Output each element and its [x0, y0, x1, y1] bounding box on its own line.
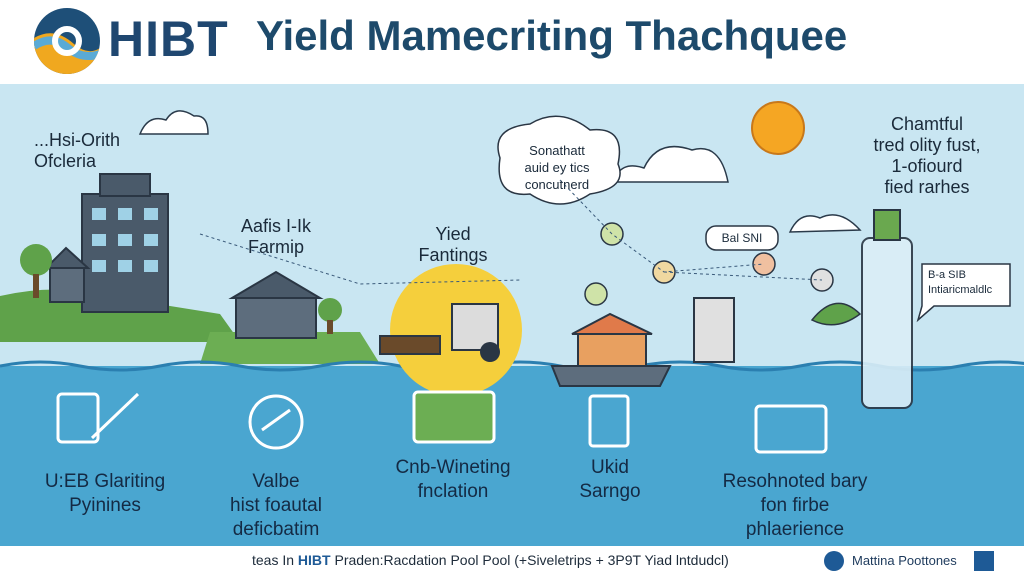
cloud-icon: [613, 145, 729, 183]
label-yield: Yied Fantings: [408, 224, 498, 266]
footer-prefix: teas In: [252, 552, 295, 568]
scene-graphic: [0, 101, 1024, 546]
speech-bubble: [916, 263, 1011, 323]
node-icon: [584, 282, 608, 306]
page-title: Yield Mamecriting Thachquee: [256, 12, 848, 59]
label-bubble: B-a SIB Intiaricmaldlc: [928, 268, 992, 298]
leaf-icon: [810, 302, 862, 326]
map-icon: [412, 390, 496, 444]
label-line: concutnerd: [524, 177, 590, 192]
label-cloud: Sonathatt auid ey tics concutnerd: [502, 142, 612, 193]
farmhouse: [235, 297, 317, 339]
car-icon: [754, 404, 828, 454]
feature-line: Cnb-Wineting: [395, 457, 511, 478]
grass-hill: [200, 332, 380, 364]
label-line: Chamtful: [890, 114, 964, 134]
label-line: auid ey tics: [524, 160, 590, 175]
feature-line: Pyinines: [69, 495, 141, 516]
sun-icon: [751, 101, 805, 155]
feature-label-5: Resohnoted bary fon firbe phlaerience: [700, 470, 890, 542]
label-line: Intiaricmaldlc: [928, 284, 993, 296]
feature-line: hist foautal: [230, 495, 322, 516]
footer: teas In HIBT Praden:Racdation Pool Pool …: [0, 546, 1024, 576]
label-line: Sonathatt: [529, 143, 585, 158]
tractor-icon: [379, 335, 441, 355]
feature-line: Resohnoted bary: [722, 471, 868, 492]
feature-line: Ukid: [590, 457, 629, 478]
feature-line: Valbe: [252, 471, 300, 492]
node-icon: [752, 252, 776, 276]
label-line: ...Hsi-Orith: [34, 130, 121, 150]
label-line: Farmip: [247, 237, 304, 257]
feature-line: phlaerience: [745, 519, 845, 540]
small-badge: [705, 225, 779, 251]
feature-line: deficbatim: [232, 519, 320, 540]
boat-icon: [550, 365, 672, 387]
footer-right-text: Mattina Poottones: [852, 553, 957, 568]
cloud-icon: [788, 214, 862, 233]
feature-line: fon firbe: [760, 495, 830, 516]
feature-line: Sarngo: [579, 481, 641, 502]
feature-label-2: Valbe hist foautal deficbatim: [196, 470, 356, 542]
feature-line: fnclation: [417, 481, 489, 502]
header: HIBT Yield Mamecriting Thachquee: [0, 0, 1024, 84]
thought-cloud: [497, 115, 621, 205]
label-line: tred olity fust,: [873, 135, 981, 155]
label-line: fied rarhes: [884, 177, 970, 197]
hibt-logo: [34, 8, 100, 74]
feature-label-4: Ukid Sarngo: [550, 456, 670, 504]
cloud-icon: [138, 110, 209, 135]
footer-description: Praden:Racdation Pool Pool (+Siveletrips…: [334, 552, 729, 568]
label-top-left: ...Hsi-Orith Ofcleria: [34, 130, 120, 172]
tower: [693, 297, 735, 363]
label-top-right: Chamtful tred olity fust, 1-ofiourd fied…: [852, 114, 1002, 198]
water: [0, 366, 1024, 546]
gauge-icon: [248, 394, 304, 450]
feature-label-1: U:EB Glariting Pyinines: [20, 470, 190, 518]
footer-brand: HIBT: [297, 552, 331, 568]
label-line: Aafis I-Ik: [240, 216, 311, 236]
feature-line: U:EB Glariting: [44, 471, 166, 492]
brand-name: HIBT: [108, 11, 229, 67]
label-line: Yied: [435, 224, 471, 244]
document-icon: [56, 392, 100, 444]
illustration-scene: ...Hsi-Orith Ofcleria Aafis I-Ik Farmip …: [0, 84, 1024, 546]
label-line: Fantings: [418, 245, 488, 265]
label-line: B-a SIB: [928, 269, 966, 281]
bottle-icon: [861, 237, 913, 409]
label-line: Ofcleria: [34, 151, 97, 171]
footer-logo-icon: [824, 551, 844, 571]
footer-text: teas In HIBT Praden:Racdation Pool Pool …: [252, 552, 729, 568]
label-badge: Bal SNI: [721, 231, 763, 245]
label-farm: Aafis I-Ik Farmip: [236, 216, 316, 258]
box-icon: [588, 394, 630, 448]
footer-badge-icon: [974, 551, 994, 571]
label-line: 1-ofiourd: [891, 156, 963, 176]
feature-label-3: Cnb-Wineting fnclation: [368, 456, 538, 504]
